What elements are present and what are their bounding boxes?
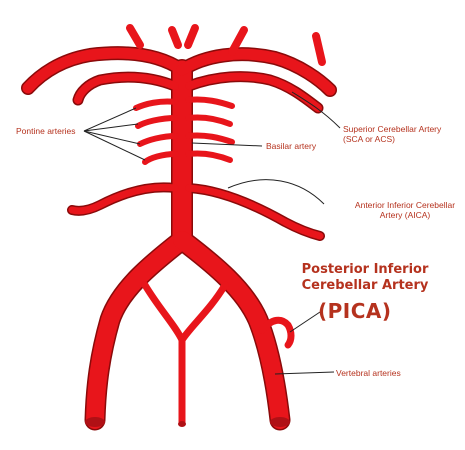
- pica-title-line1: Posterior Inferior: [301, 262, 429, 277]
- top-branch-mid-right: [184, 24, 199, 49]
- left-vertebral-artery: [86, 231, 191, 429]
- pica-abbreviation: (PICA): [318, 299, 392, 323]
- pontine-arteries-label: Pontine arteries: [16, 126, 76, 136]
- right-superior-cerebellar-artery: [185, 72, 322, 112]
- right-pica-branch: [258, 316, 295, 349]
- anterior-spinal-end: [178, 421, 186, 427]
- aica-label: Anterior Inferior Cerebellar Artery (AIC…: [348, 200, 462, 220]
- artery-tree: [21, 24, 337, 431]
- right-vertebral-artery: [173, 231, 289, 429]
- anterior-spinal-right: [178, 281, 229, 344]
- aica-label-line2: Artery (AICA): [379, 210, 431, 220]
- left-superior-cerebellar-artery: [74, 73, 179, 104]
- pontine-right-1: [185, 96, 235, 109]
- sca-leader: [291, 91, 341, 129]
- leader-lines: [83, 91, 341, 375]
- sca-label-line1: Superior Cerebellar Artery: [343, 124, 442, 134]
- aica-leader: [227, 179, 325, 205]
- pontine-leader-4: [83, 130, 146, 161]
- aica-label-line1: Anterior Inferior Cerebellar: [354, 200, 456, 210]
- right-vertebral-end: [270, 417, 290, 427]
- pica-leader: [289, 311, 321, 333]
- pontine-left-2: [135, 115, 179, 129]
- sca-label: Superior Cerebellar Artery (SCA or ACS): [343, 124, 441, 144]
- pontine-right-2: [185, 114, 233, 127]
- pontine-leader-1: [83, 107, 137, 132]
- pontine-right-3: [185, 132, 235, 145]
- right-posterior-cerebral-artery: [176, 48, 336, 96]
- left-vertebral-end: [85, 417, 105, 427]
- anterior-spinal-left: [141, 281, 186, 344]
- right-aica: [185, 184, 324, 240]
- pontine-right-4: [185, 150, 233, 163]
- top-branch-far-right: [312, 32, 326, 66]
- pica-title: Posterior Inferior Cerebellar Artery: [290, 262, 440, 294]
- basilar-leader: [191, 142, 263, 147]
- pontine-leader-3: [83, 130, 141, 145]
- vertebral-leader: [274, 371, 335, 375]
- basilar-artery-label: Basilar artery: [266, 141, 317, 151]
- pica-title-line2: Cerebellar Artery: [301, 278, 429, 293]
- vertebral-arteries-label: Vertebral arteries: [336, 368, 401, 378]
- top-branch-mid-left: [168, 26, 182, 49]
- top-branch-right: [228, 26, 248, 56]
- pontine-leader-2: [83, 123, 139, 132]
- pontine-left-3: [137, 133, 179, 147]
- pontine-left-4: [142, 151, 179, 165]
- sca-label-line2: (SCA or ACS): [343, 134, 395, 144]
- pontine-left-1: [133, 98, 179, 111]
- top-branch-left: [126, 24, 144, 49]
- left-posterior-cerebral-artery: [22, 47, 188, 94]
- left-aica: [68, 183, 179, 215]
